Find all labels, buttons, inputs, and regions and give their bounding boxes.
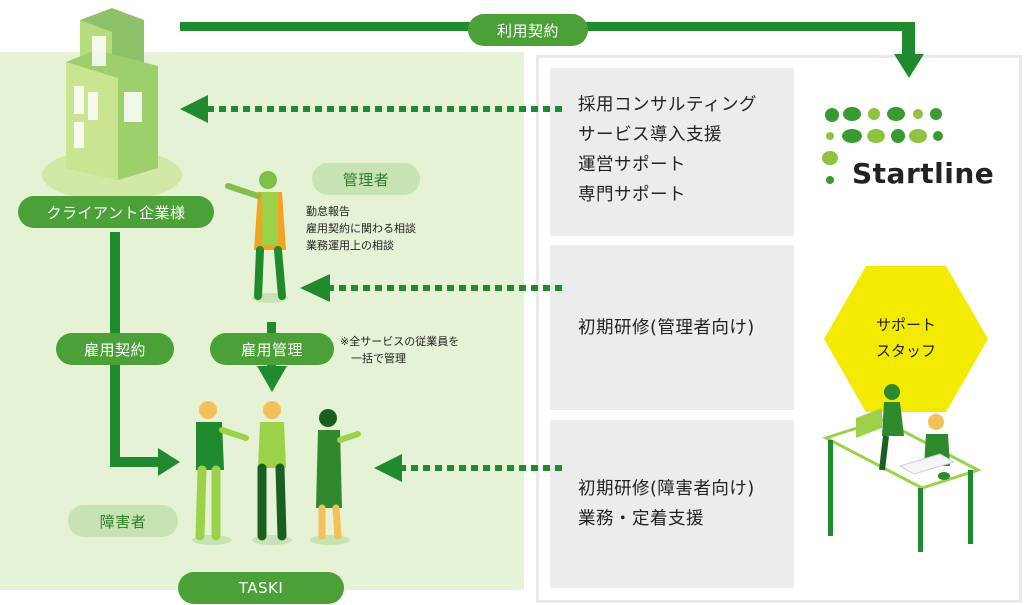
service-text-manager-training: 初期研修(管理者向け) [578,318,755,338]
contract-label: 利用契約 [468,14,588,46]
support-staff-hexagon [824,266,988,412]
service-box-disabled-training: 初期研修(障害者向け) 業務・定着支援 [550,420,794,588]
employees-illustration [192,401,361,545]
manager-notes: 勤怠報告 雇用契約に関わる相談 業務運用上の相談 [306,205,416,252]
service-text-disabled-training: 初期研修(障害者向け) 業務・定着支援 [578,479,755,529]
dotted-arrow-to-client [180,95,562,123]
building-illustration [42,8,182,201]
startline-logo-mark [822,107,943,184]
service-text-consulting: 採用コンサルティング サービス導入支援 運営サポート 専門サポート [578,95,757,205]
disabled-label: 障害者 [68,505,178,537]
manager-illustration [225,171,288,303]
employment-contract-label: 雇用契約 [56,333,174,365]
service-box-manager-training: 初期研修(管理者向け) [550,245,794,410]
manager-label: 管理者 [312,163,420,195]
support-desk-illustration [822,384,982,552]
service-box-consulting: 採用コンサルティング サービス導入支援 運営サポート 専門サポート [550,68,794,236]
dotted-arrow-to-manager [300,274,562,302]
management-note: ※全サービスの従業員を 一括で管理 [340,335,460,365]
dotted-arrow-to-employees [374,454,562,482]
employment-management-label: 雇用管理 [210,333,334,365]
taski-label: TASKI [178,572,344,604]
client-label: クライアント企業様 [18,196,214,228]
startline-logo-text: Startline [852,157,995,190]
support-staff-label: サポート スタッフ [875,316,936,360]
